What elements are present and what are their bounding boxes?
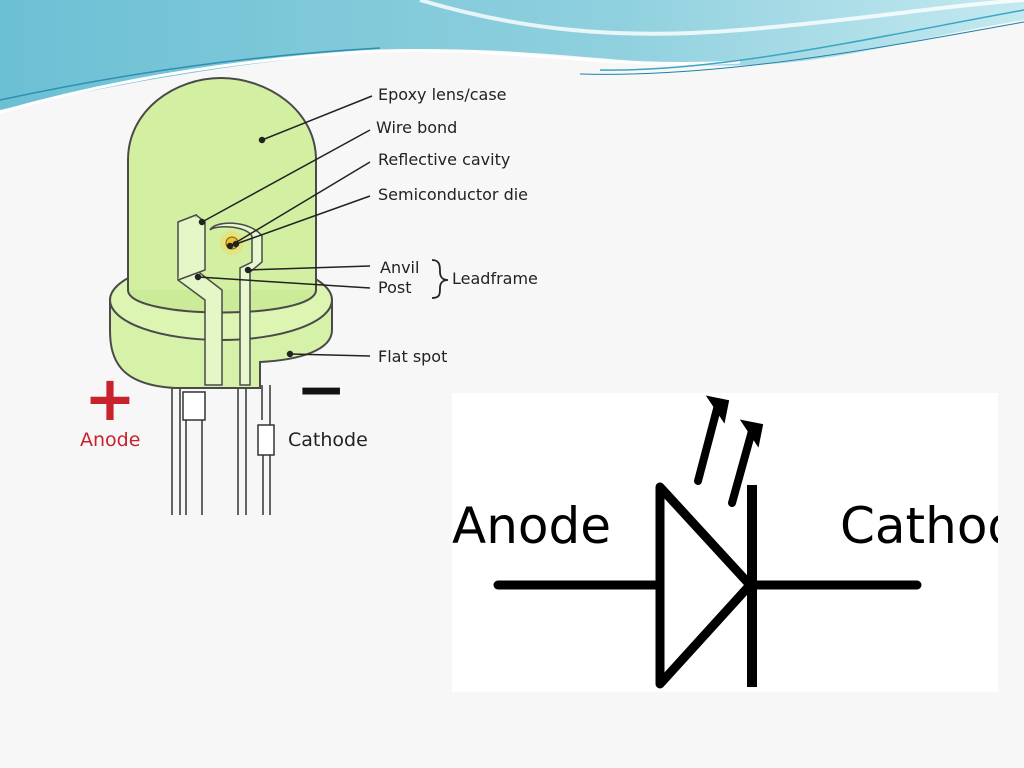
label-reflective-cavity: Reflective cavity	[378, 150, 510, 169]
epoxy-dome	[127, 76, 317, 314]
symbol-label-anode: Anode	[452, 497, 611, 555]
label-anvil: Anvil	[380, 258, 419, 277]
label-cathode-3d: Cathode	[288, 429, 368, 451]
led-anatomy-diagram: Epoxy lens/case Wire bond Reflective cav…	[80, 76, 538, 515]
led-schematic-symbol: Anode Cathode	[452, 393, 998, 692]
slide-header-waves	[0, 0, 1024, 114]
diode-triangle	[655, 482, 755, 689]
cathode-sign-group: − Cathode	[288, 355, 368, 451]
label-flat-spot: Flat spot	[378, 347, 447, 366]
anode-sign: +	[84, 362, 136, 435]
label-wire-bond: Wire bond	[376, 118, 457, 137]
arrow-up-right-icon	[728, 427, 756, 507]
label-semiconductor-die: Semiconductor die	[378, 185, 528, 204]
symbol-label-cathode: Cathode	[840, 497, 998, 555]
label-leadframe: Leadframe	[452, 269, 538, 288]
leadframe	[177, 213, 263, 386]
label-post: Post	[378, 278, 411, 297]
leadframe-brace	[431, 259, 449, 299]
label-leader-lines	[194, 95, 373, 358]
anode-sign-group: + Anode	[80, 362, 140, 451]
light-emission-arrows	[694, 395, 764, 507]
arrow-up-right-icon	[694, 401, 722, 485]
label-epoxy-lens-case: Epoxy lens/case	[378, 85, 507, 104]
label-anode-3d: Anode	[80, 429, 140, 451]
cathode-sign: −	[296, 355, 346, 425]
led-leads	[171, 385, 275, 515]
